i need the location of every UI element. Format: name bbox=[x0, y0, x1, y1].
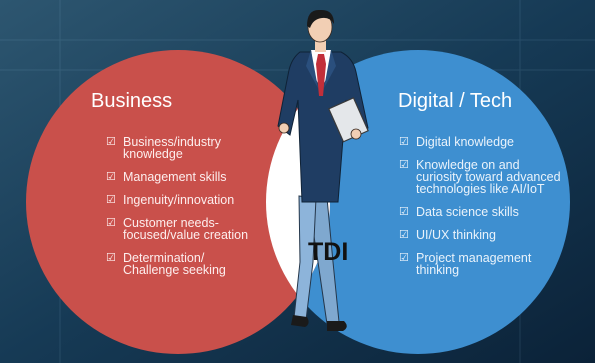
checkbox-checked-icon: ☑ bbox=[106, 217, 116, 229]
business-skill-text: Determination/ bbox=[123, 251, 205, 265]
tech-skill-text: Digital knowledge bbox=[416, 135, 514, 149]
tech-skill-text: technologies like AI/IoT bbox=[416, 182, 545, 196]
business-skill-text: Ingenuity/innovation bbox=[123, 193, 235, 207]
checkbox-checked-icon: ☑ bbox=[399, 159, 409, 171]
business-skill-item: ☑ Management skills bbox=[106, 170, 248, 184]
checkbox-checked-icon: ☑ bbox=[106, 194, 116, 206]
checkbox-checked-icon: ☑ bbox=[399, 252, 409, 264]
tech-skill-text: Knowledge on and bbox=[416, 158, 520, 172]
business-skill-text: Management skills bbox=[123, 170, 227, 184]
tech-skill-item: ☑ Digital knowledge bbox=[399, 135, 561, 149]
businessman-figure bbox=[277, 9, 369, 331]
business-skill-item: ☑ Customer needs-focused/value creation bbox=[106, 216, 249, 242]
business-skill-text: Customer needs- bbox=[123, 216, 219, 230]
business-skill-text: Challenge seeking bbox=[123, 263, 226, 277]
tech-skill-text: thinking bbox=[416, 263, 460, 277]
business-title: Business bbox=[91, 90, 173, 112]
checkbox-checked-icon: ☑ bbox=[399, 229, 409, 241]
business-circle bbox=[26, 50, 330, 354]
tech-skill-text: Data science skills bbox=[416, 205, 519, 219]
business-skill-item: ☑ Determination/Challenge seeking bbox=[106, 251, 248, 277]
checkbox-checked-icon: ☑ bbox=[106, 252, 116, 264]
tech-skill-item: ☑ UI/UX thinking bbox=[399, 228, 561, 242]
business-skill-item: ☑ Ingenuity/innovation bbox=[106, 193, 248, 207]
tech-skill-text: UI/UX thinking bbox=[416, 228, 496, 242]
business-skill-text: knowledge bbox=[123, 147, 183, 161]
tech-skill-text: Project management bbox=[416, 251, 532, 265]
business-skill-text: focused/value creation bbox=[123, 228, 249, 242]
checkbox-checked-icon: ☑ bbox=[106, 136, 116, 148]
checkbox-checked-icon: ☑ bbox=[399, 136, 409, 148]
tech-title: Digital / Tech bbox=[398, 90, 513, 112]
tech-skill-text: curiosity toward advanced bbox=[416, 170, 561, 184]
checkbox-checked-icon: ☑ bbox=[399, 206, 409, 218]
tech-skill-item: ☑ Data science skills bbox=[399, 205, 561, 219]
business-skill-text: Business/industry bbox=[123, 135, 221, 149]
center-label: TDI bbox=[308, 238, 349, 266]
checkbox-checked-icon: ☑ bbox=[106, 171, 116, 183]
